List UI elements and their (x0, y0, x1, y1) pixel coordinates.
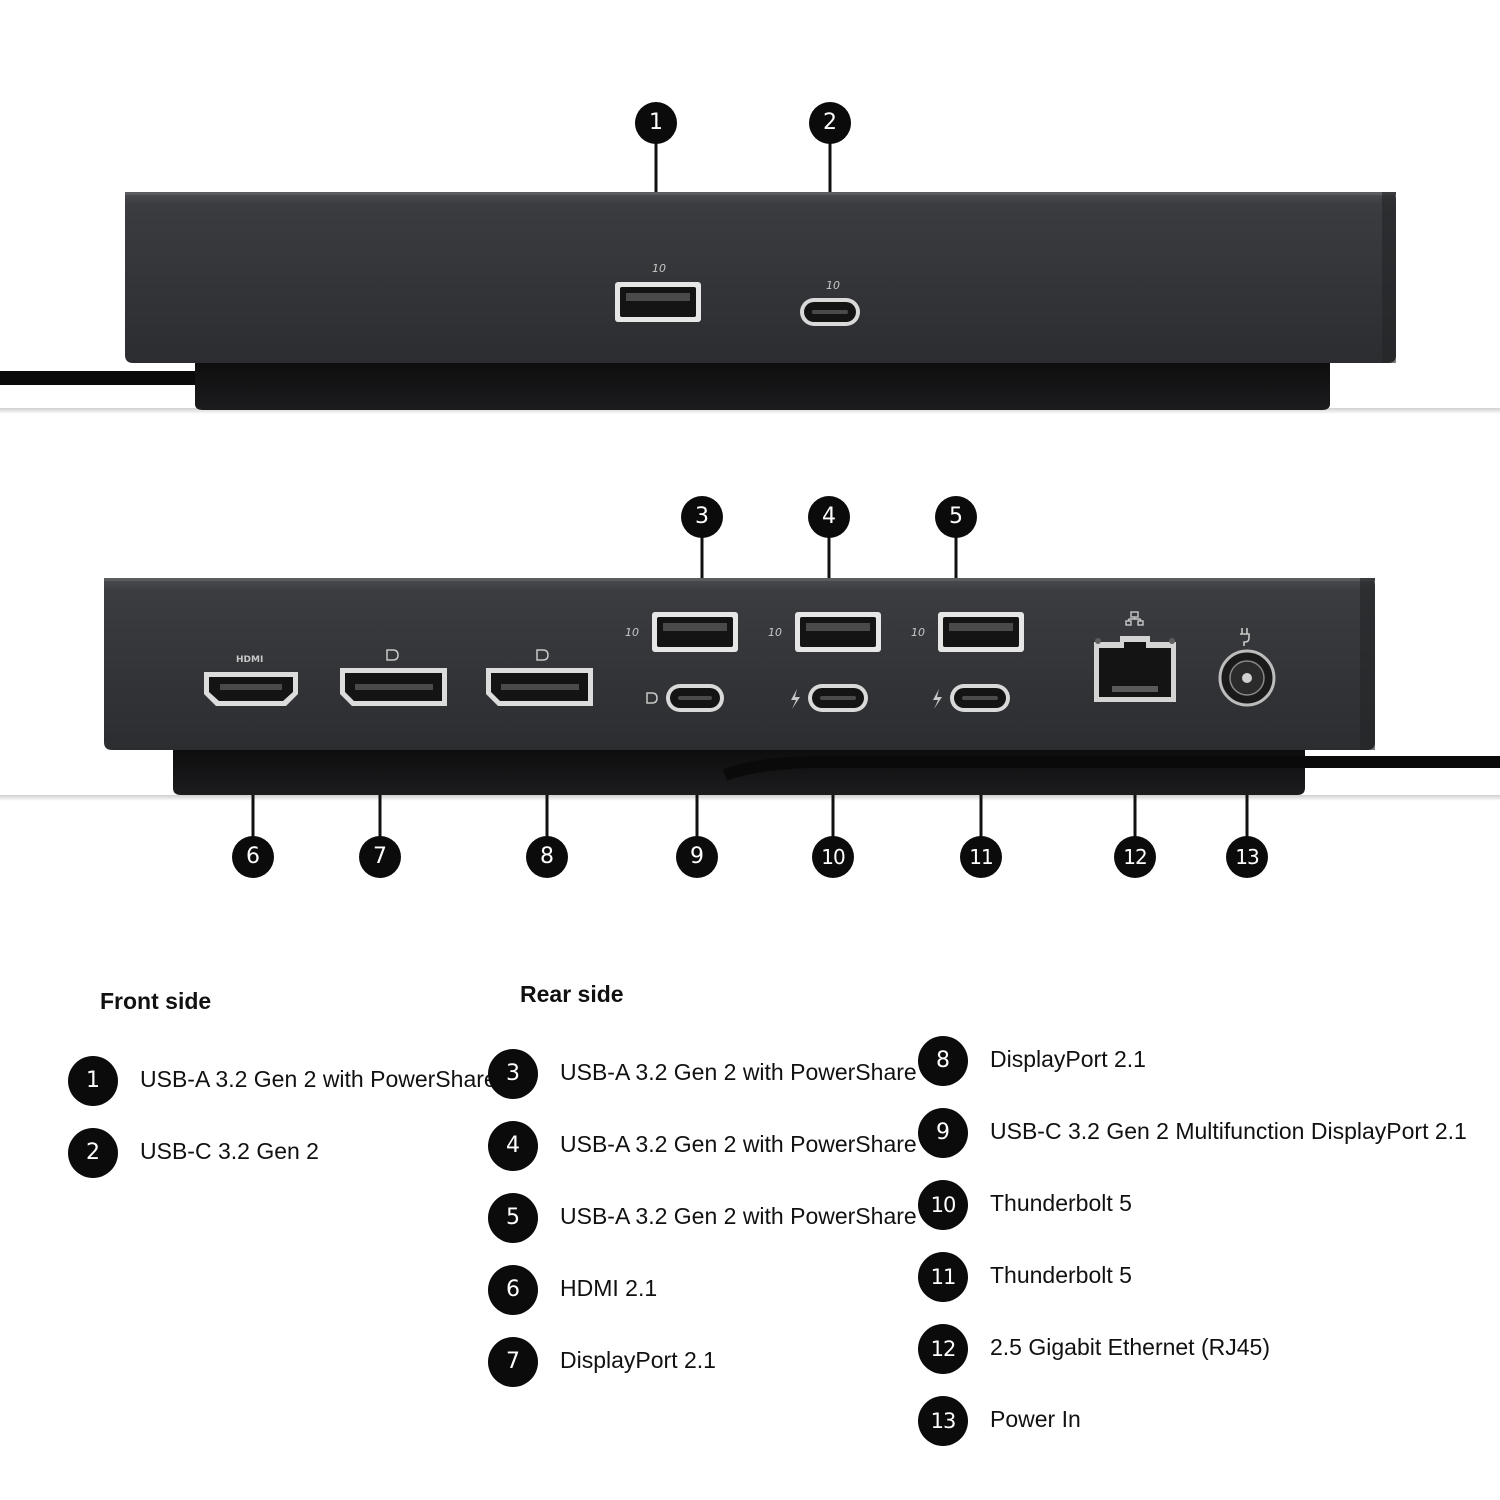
callout-8: 8 (526, 836, 568, 878)
legend-label: USB-A 3.2 Gen 2 with PowerShare (560, 1131, 917, 1157)
legend-badge: 1 (68, 1056, 118, 1106)
usb-speed-mark-1: 10 (652, 262, 666, 275)
ethernet-port (1094, 611, 1176, 702)
hdmi-port: HDMI (204, 655, 298, 706)
legend-label: 2.5 Gigabit Ethernet (RJ45) (990, 1334, 1270, 1360)
callout-4: 4 (808, 496, 850, 538)
legend-label: Thunderbolt 5 (990, 1262, 1132, 1288)
callout-6: 6 (232, 836, 274, 878)
legend-label: DisplayPort 2.1 (990, 1046, 1146, 1072)
thunderbolt-icon-11 (933, 689, 942, 709)
legend-badge: 11 (918, 1252, 968, 1302)
front-dock: 10 10 (0, 192, 1500, 414)
front-dock-top-edge (125, 192, 1396, 195)
usb-speed-mark-2: 10 (826, 279, 840, 292)
dock-diagram: 10 10 HD (0, 102, 1500, 878)
legend-label: USB-A 3.2 Gen 2 with PowerShare (560, 1203, 917, 1229)
legend-badge: 7 (488, 1337, 538, 1387)
legend-badge: 2 (68, 1128, 118, 1178)
usb-speed-mark-5: 10 (911, 626, 925, 639)
front-side-title: Front side (100, 988, 212, 1014)
callout-12: 12 (1114, 836, 1156, 878)
legend-badge: 13 (918, 1396, 968, 1446)
rear-usb-a-port-4: 10 (768, 612, 881, 652)
legend-label: USB-C 3.2 Gen 2 Multifunction DisplayPor… (990, 1118, 1467, 1144)
legend-badge: 12 (918, 1324, 968, 1374)
callout-3: 3 (681, 496, 723, 538)
legend-label: USB-A 3.2 Gen 2 with PowerShare (560, 1059, 917, 1085)
thunderbolt-port-10 (791, 684, 868, 712)
usb-speed-mark-3: 10 (625, 626, 639, 639)
rear-side-title: Rear side (520, 981, 624, 1007)
callout-2: 2 (809, 102, 851, 144)
floor-shadow (0, 408, 1500, 414)
dp-icon-9 (646, 692, 658, 704)
front-usb-a-port: 10 (615, 262, 701, 322)
displayport-port-2 (486, 649, 593, 706)
legend-label: USB-C 3.2 Gen 2 (140, 1138, 319, 1164)
thunderbolt-port-11 (933, 684, 1010, 712)
dp-icon-1 (386, 649, 399, 661)
usb-speed-mark-4: 10 (768, 626, 782, 639)
dock-illustration: 10 10 HD (0, 140, 1500, 838)
callout-11: 11 (960, 836, 1002, 878)
legend-label: HDMI 2.1 (560, 1275, 658, 1301)
rear-dock-body (104, 578, 1375, 750)
power-plug-icon (1240, 628, 1250, 646)
network-icon (1125, 611, 1144, 626)
front-dock-body (125, 192, 1396, 363)
front-dock-right-edge (1382, 192, 1396, 363)
rear-dock-top-edge (104, 578, 1375, 581)
legend-label: USB-A 3.2 Gen 2 with PowerShare (140, 1066, 497, 1092)
usb-c-dp-port-9 (646, 684, 724, 712)
callout-9: 9 (676, 836, 718, 878)
rear-usb-a-port-5: 10 (911, 612, 1024, 652)
dp-icon-2 (536, 649, 549, 661)
callout-1: 1 (635, 102, 677, 144)
legend-badge: 9 (918, 1108, 968, 1158)
power-port (1218, 628, 1276, 707)
hdmi-mark: HDMI (236, 655, 263, 665)
leader-lines (251, 140, 1249, 838)
legend-badge: 4 (488, 1121, 538, 1171)
rear-usb-a-port-3: 10 (625, 612, 738, 652)
rear-dock-right-edge (1360, 578, 1375, 750)
legend-badge: 5 (488, 1193, 538, 1243)
rear-floor-shadow (0, 795, 1500, 801)
callout-13: 13 (1226, 836, 1268, 878)
legend-badge: 10 (918, 1180, 968, 1230)
front-dock-base (195, 360, 1330, 410)
rear-dock: HDMI 10 (0, 578, 1500, 801)
legend-label: Power In (990, 1406, 1081, 1432)
legend-badge: 8 (918, 1036, 968, 1086)
front-usb-c-port: 10 (800, 279, 860, 326)
rear-cable (722, 756, 1500, 781)
legend-badge: 6 (488, 1265, 538, 1315)
thunderbolt-icon-10 (791, 689, 800, 709)
legend-label: DisplayPort 2.1 (560, 1347, 716, 1373)
callout-10: 10 (812, 836, 854, 878)
callout-5: 5 (935, 496, 977, 538)
legend-badge: 3 (488, 1049, 538, 1099)
displayport-port-1 (340, 649, 447, 706)
legend-label: Thunderbolt 5 (990, 1190, 1132, 1216)
callout-7: 7 (359, 836, 401, 878)
